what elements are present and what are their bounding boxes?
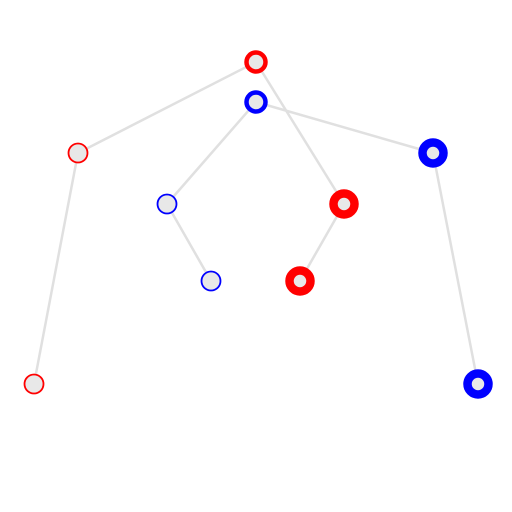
node-n5-blue — [156, 193, 178, 215]
edge-n6-n8 — [298, 202, 346, 283]
edge-n2-n5 — [165, 100, 258, 206]
node-n10-blue — [463, 369, 493, 399]
node-n4-blue — [418, 138, 448, 168]
edge-layer — [32, 60, 480, 386]
node-n1-red — [244, 50, 268, 74]
edge-n1-n6 — [254, 60, 346, 206]
edge-n1-n3 — [76, 60, 258, 155]
node-n6-red — [329, 189, 359, 219]
node-n7-blue — [200, 270, 222, 292]
node-n2-blue — [244, 90, 268, 114]
node-n3-red — [67, 142, 89, 164]
edge-n2-n4 — [254, 100, 435, 155]
edge-n5-n7 — [165, 202, 213, 283]
edge-n4-n10 — [431, 151, 480, 386]
node-n9-red — [23, 373, 45, 395]
node-layer — [23, 50, 493, 399]
node-n8-red — [285, 266, 315, 296]
edge-n3-n9 — [32, 151, 80, 386]
